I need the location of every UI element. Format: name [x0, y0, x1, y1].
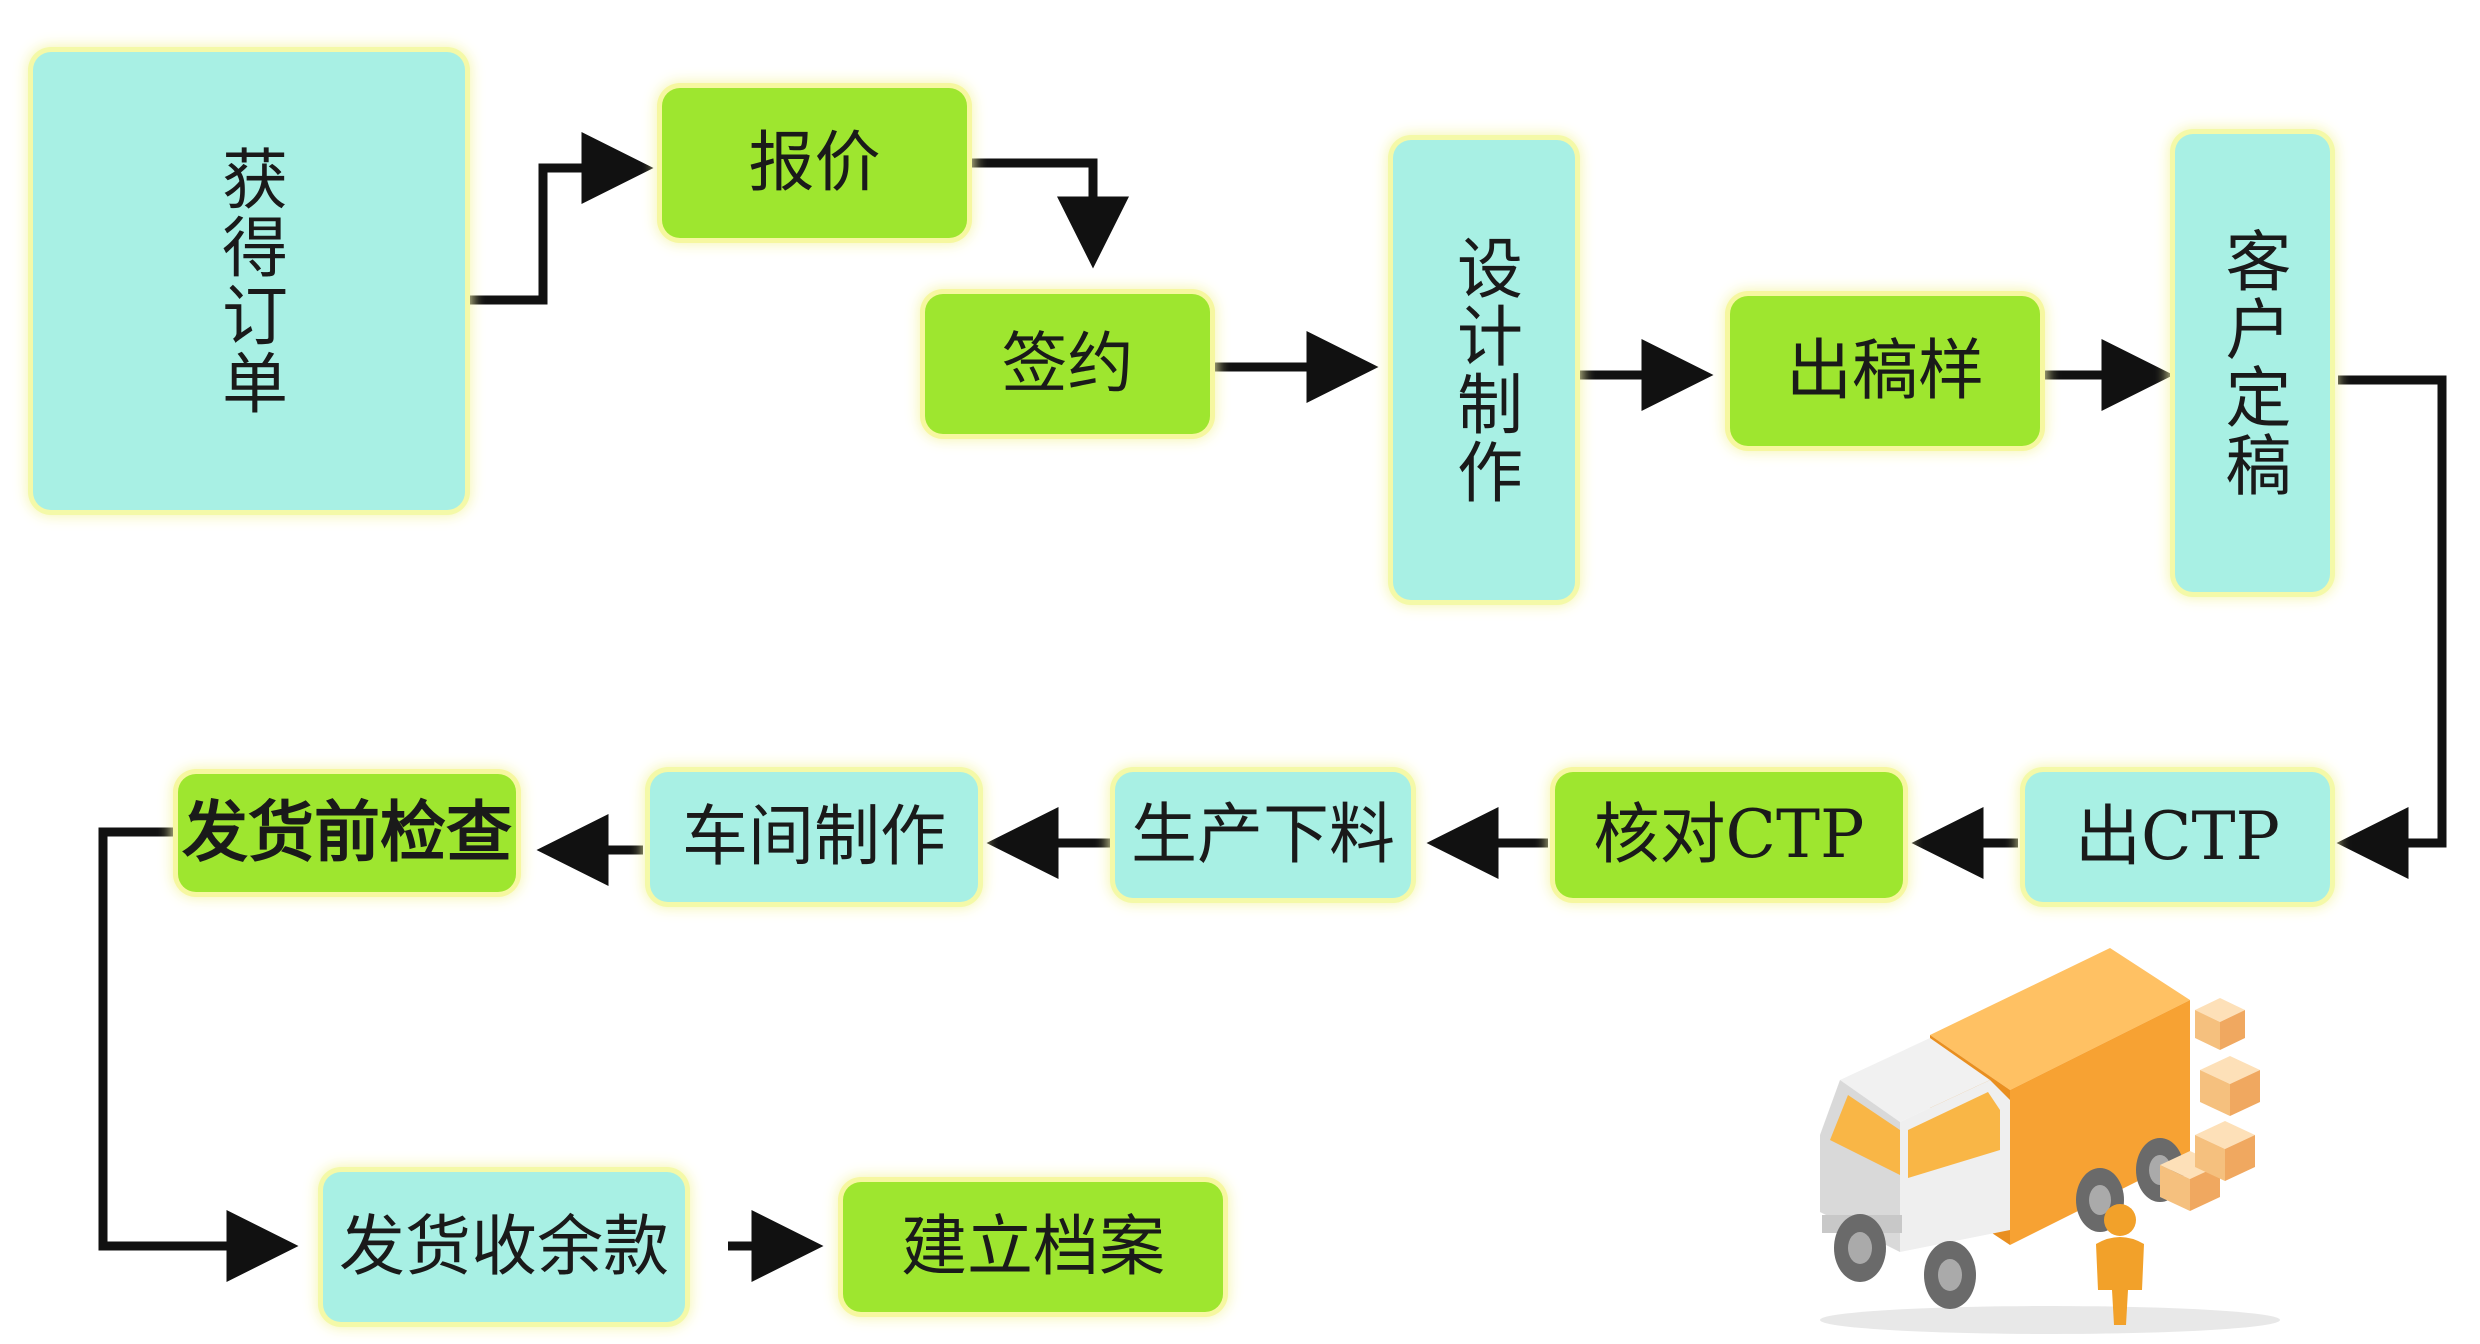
- step-archive: 建立档案: [843, 1182, 1223, 1312]
- arrow-inspect-to-ship: [98, 827, 299, 1282]
- step-quote: 报价: [662, 88, 967, 238]
- delivery-truck-icon: [1820, 948, 2280, 1334]
- step-sign: 签约: [925, 294, 1210, 434]
- step-approve: 客户定稿: [2175, 134, 2330, 592]
- arrow-approve-to-output-ctp: [2336, 375, 2447, 879]
- step-workshop: 车间制作: [650, 772, 978, 902]
- step-ship-payment: 发货收余款: [323, 1172, 685, 1322]
- step-check-ctp: 核对CTP: [1555, 772, 1903, 898]
- step-design: 设计制作: [1393, 140, 1575, 600]
- arrow-quote-to-sign: [970, 158, 1129, 269]
- step-get-order: 获得订单: [33, 52, 465, 510]
- step-material: 生产下料: [1115, 772, 1411, 898]
- step-draft: 出稿样: [1730, 296, 2040, 446]
- step-output-ctp: 出CTP: [2025, 772, 2330, 902]
- arrow-order-to-quote: [470, 132, 654, 305]
- step-inspect: 发货前检查: [178, 774, 516, 892]
